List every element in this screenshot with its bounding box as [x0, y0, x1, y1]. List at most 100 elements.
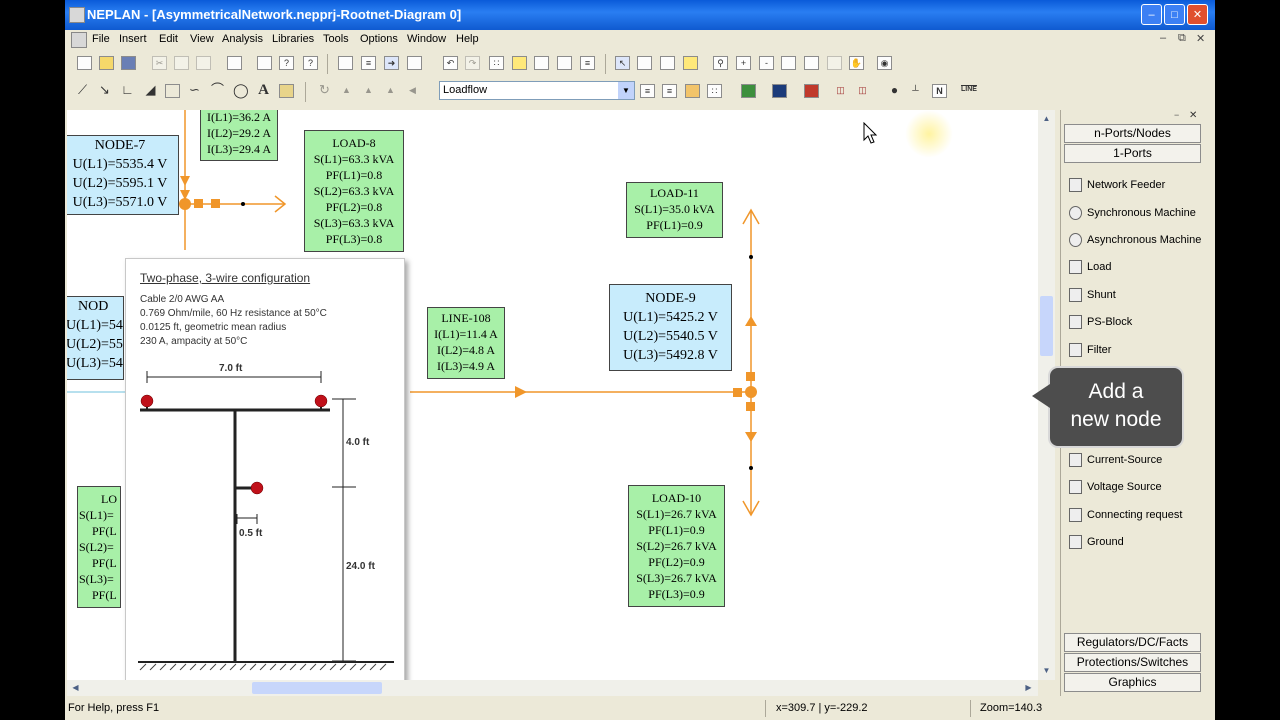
results-table-icon[interactable]: ∷ [707, 84, 722, 98]
binoculars-icon[interactable]: ◉ [877, 56, 892, 70]
panel-header-protections[interactable]: Protections/Switches [1064, 653, 1201, 672]
line-tool-icon[interactable]: ⟋ [77, 82, 88, 97]
mdi-minimize-icon[interactable]: – [1160, 32, 1167, 44]
horizontal-scrollbar[interactable]: ◀ ▶ [67, 680, 1038, 696]
layer-icon[interactable] [407, 56, 422, 70]
mirror-v-icon[interactable]: ▲ [364, 85, 373, 95]
panel-header-graphics[interactable]: Graphics [1064, 673, 1201, 692]
maximize-button[interactable]: □ [1164, 4, 1185, 25]
distribute-icon[interactable] [557, 56, 572, 70]
line-108-label[interactable]: LINE-108 I(L1)=11.4 A I(L2)=4.8 A I(L3)=… [427, 307, 505, 379]
load-10-label[interactable]: LOAD-10 S(L1)=26.7 kVA PF(L1)=0.9 S(L2)=… [628, 485, 725, 607]
undo-icon[interactable]: ↶ [443, 56, 458, 70]
curve-tool-icon[interactable]: ∽ [189, 82, 200, 97]
menu-options[interactable]: Options [360, 33, 398, 45]
line-top-label[interactable]: I(L1)=36.2 A I(L2)=29.2 A I(L3)=29.4 A [200, 110, 278, 161]
zoom-out-icon[interactable]: - [759, 56, 774, 70]
zoom-in-icon[interactable]: + [736, 56, 751, 70]
menu-window[interactable]: Window [407, 33, 447, 45]
close-button[interactable]: ✕ [1187, 4, 1208, 25]
panel-header-regulators[interactable]: Regulators/DC/Facts [1064, 633, 1201, 652]
node-partial-label[interactable]: NOD U(L1)=54 U(L2)=55 U(L3)=54 [67, 296, 124, 380]
properties-icon[interactable] [637, 56, 652, 70]
find-element-icon[interactable] [683, 56, 698, 70]
help-icon[interactable]: ? [279, 56, 294, 70]
busbar-icon[interactable]: ┴ [912, 85, 919, 95]
context-help-icon[interactable]: ? [303, 56, 318, 70]
table-icon[interactable]: ≡ [580, 56, 595, 70]
pan-hand-icon[interactable]: ✋ [849, 56, 864, 70]
menu-analysis[interactable]: Analysis [222, 33, 263, 45]
analysis-mode-select[interactable]: Loadflow ▼ [439, 81, 635, 100]
pointer-icon[interactable]: ↖ [615, 56, 630, 70]
load-partial-label[interactable]: LO S(L1)= PF(L S(L2)= PF(L S(L3)= PF(L [77, 486, 121, 608]
print-preview-icon[interactable] [257, 56, 272, 70]
line-element-icon[interactable]: LINE [961, 86, 977, 93]
align-left-icon[interactable]: ◀ [409, 85, 416, 95]
display-results-icon[interactable] [772, 84, 787, 98]
rotate-icon[interactable]: ↻ [319, 82, 330, 97]
new-file-icon[interactable] [77, 56, 92, 70]
zoom-fit-icon[interactable] [804, 56, 819, 70]
align-icon[interactable] [534, 56, 549, 70]
zoom-window-icon[interactable] [781, 56, 796, 70]
report-icon[interactable] [804, 84, 819, 98]
mdi-restore-icon[interactable]: ⧉ [1178, 32, 1186, 44]
vertical-scroll-thumb[interactable] [1040, 296, 1053, 356]
text-tool-icon[interactable]: A [258, 82, 269, 98]
menu-tools[interactable]: Tools [323, 33, 349, 45]
load-11-label[interactable]: LOAD-11 S(L1)=35.0 kVA PF(L1)=0.9 [626, 182, 723, 238]
scroll-left-icon[interactable]: ◀ [72, 683, 79, 692]
mirror-h-icon[interactable]: ▲ [342, 85, 351, 95]
arrow-line-tool-icon[interactable]: ↘ [99, 82, 110, 97]
menu-libraries[interactable]: Libraries [272, 33, 315, 45]
select-mode-icon[interactable]: ➜ [384, 56, 399, 70]
horizontal-scroll-thumb[interactable] [252, 682, 382, 694]
save-icon[interactable] [121, 56, 136, 70]
mdi-close-icon[interactable]: ✕ [1196, 33, 1206, 45]
ellipse-tool-icon[interactable]: ◯ [233, 82, 249, 98]
polygon-tool-icon[interactable]: ◢ [145, 82, 156, 97]
neutral-icon[interactable]: N [932, 84, 947, 98]
image-tool-icon[interactable] [279, 84, 294, 98]
open-folder-icon[interactable] [99, 56, 114, 70]
node-dot-icon[interactable]: ● [890, 83, 899, 97]
minimize-button[interactable]: – [1141, 4, 1162, 25]
panel-header-1ports[interactable]: 1-Ports [1064, 144, 1201, 163]
connect-nodes-icon[interactable]: ◫ [836, 85, 845, 95]
node-9-label[interactable]: NODE-9 U(L1)=5425.2 V U(L2)=5540.5 V U(L… [609, 284, 732, 371]
paste-icon[interactable] [196, 56, 211, 70]
node-7-label[interactable]: NODE-7 U(L1)=5535.4 V U(L2)=5595.1 V U(L… [67, 135, 179, 215]
grid-icon[interactable]: ∷ [489, 56, 504, 70]
redo-icon[interactable]: ↷ [465, 56, 480, 70]
polyline-tool-icon[interactable]: ∟ [121, 82, 134, 97]
load-8-label[interactable]: LOAD-8 S(L1)=63.3 kVA PF(L1)=0.8 S(L2)=6… [304, 130, 404, 252]
branch-icon[interactable]: ◫ [858, 85, 867, 95]
panel-close-icon[interactable]: ✕ [1189, 110, 1198, 121]
chevron-down-icon[interactable]: ▼ [618, 82, 634, 99]
snap-grid-icon[interactable] [512, 56, 527, 70]
arc-tool-icon[interactable]: ⌒ [210, 82, 224, 97]
flip-icon[interactable]: ▲ [386, 85, 395, 95]
calculator-icon[interactable]: ≡ [640, 84, 655, 98]
print-icon[interactable] [227, 56, 242, 70]
diagram-canvas[interactable]: I(L1)=36.2 A I(L2)=29.2 A I(L3)=29.4 A N… [67, 110, 1038, 680]
edit-element-icon[interactable] [660, 56, 675, 70]
panel-header-nports[interactable]: n-Ports/Nodes [1064, 124, 1201, 143]
zoom-icon[interactable]: ⚲ [713, 56, 728, 70]
network-icon[interactable] [338, 56, 353, 70]
bar-chart-icon[interactable] [685, 84, 700, 98]
scroll-right-icon[interactable]: ▶ [1025, 683, 1032, 692]
run-analysis-icon[interactable] [741, 84, 756, 98]
menu-help[interactable]: Help [456, 33, 479, 45]
menu-insert[interactable]: Insert [119, 33, 147, 45]
scroll-down-icon[interactable]: ▼ [1042, 666, 1051, 675]
menu-edit[interactable]: Edit [159, 33, 178, 45]
copy-icon[interactable] [174, 56, 189, 70]
zoom-previous-icon[interactable] [827, 56, 842, 70]
list-icon[interactable]: ≡ [361, 56, 376, 70]
cut-icon[interactable]: ✂ [152, 56, 167, 70]
result-list-icon[interactable]: ≡ [662, 84, 677, 98]
rectangle-tool-icon[interactable] [165, 84, 180, 98]
panel-pin-icon[interactable]: − [1174, 110, 1180, 120]
